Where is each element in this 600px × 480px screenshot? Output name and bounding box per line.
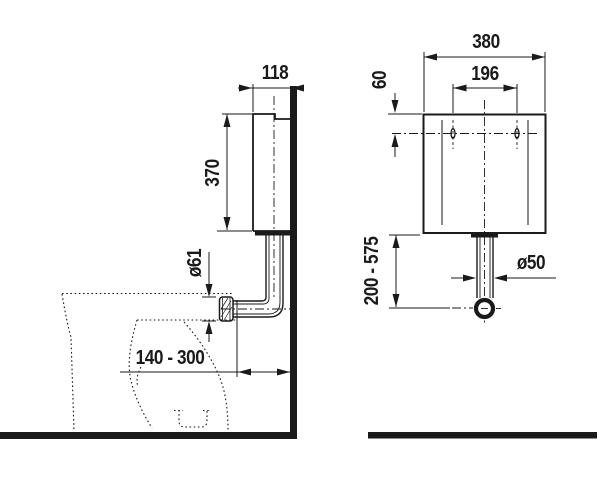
dim-arrow xyxy=(391,134,399,147)
pan-front-curve xyxy=(128,319,153,429)
pan-back-edge xyxy=(61,293,75,432)
pan-rear-curve xyxy=(183,321,229,431)
floor-line-right xyxy=(368,432,597,439)
flush-pipe-side xyxy=(233,235,284,318)
dim-arrow xyxy=(503,84,517,92)
dim-label-pipe-length: 200 - 575 xyxy=(361,236,383,306)
dim-arrow xyxy=(424,53,437,61)
dim-label-wall-distance: 140 - 300 xyxy=(135,347,205,369)
dim-arrow xyxy=(277,368,290,376)
dim-arrow xyxy=(532,53,545,61)
dim-arrow xyxy=(223,217,231,230)
dim-label-pipe-diameter: ø50 xyxy=(516,252,546,274)
dim-61 xyxy=(202,252,216,342)
dim-380 xyxy=(423,52,546,112)
dim-50 xyxy=(451,274,556,282)
dim-arrow xyxy=(494,274,507,282)
dim-label-cistern-height: 370 xyxy=(202,159,224,187)
dim-arrow xyxy=(205,284,213,297)
dim-arrow xyxy=(291,84,304,92)
dim-370 xyxy=(217,113,252,232)
flush-pipe-front xyxy=(476,237,494,298)
dim-196 xyxy=(452,84,518,113)
dim-arrow xyxy=(239,84,252,92)
floor-line-left xyxy=(0,432,297,439)
dim-arrow xyxy=(392,294,400,307)
pan-outlet xyxy=(174,409,211,428)
dim-label-cistern-width: 380 xyxy=(472,31,500,53)
dim-60 xyxy=(388,93,422,157)
cistern-bottom-flange-front xyxy=(471,233,498,238)
dim-140-300 xyxy=(120,300,290,377)
dim-arrow xyxy=(223,114,231,127)
fixing-holes xyxy=(450,120,520,149)
dim-label-connector-diameter: ø61 xyxy=(184,248,206,278)
pan-trap-mark xyxy=(136,366,142,388)
dim-arrow xyxy=(205,321,213,334)
front-view xyxy=(368,52,597,439)
cistern-bottom-flange-side xyxy=(255,231,291,236)
dim-200-575 xyxy=(389,234,473,309)
dim-118 xyxy=(238,84,304,112)
side-view xyxy=(0,84,304,439)
wc-pan-dotted-outline xyxy=(61,292,236,432)
dim-arrow xyxy=(463,274,476,282)
dim-label-cistern-depth: 118 xyxy=(261,62,289,84)
dim-label-hole-spacing: 196 xyxy=(471,63,499,85)
cistern-side-outline xyxy=(252,113,290,232)
dim-arrow xyxy=(392,235,400,248)
dim-arrow xyxy=(453,84,467,92)
dim-arrow xyxy=(391,100,399,113)
wall-section xyxy=(290,86,297,439)
dim-arrow xyxy=(238,368,251,376)
dim-label-hole-offset: 60 xyxy=(369,70,391,90)
